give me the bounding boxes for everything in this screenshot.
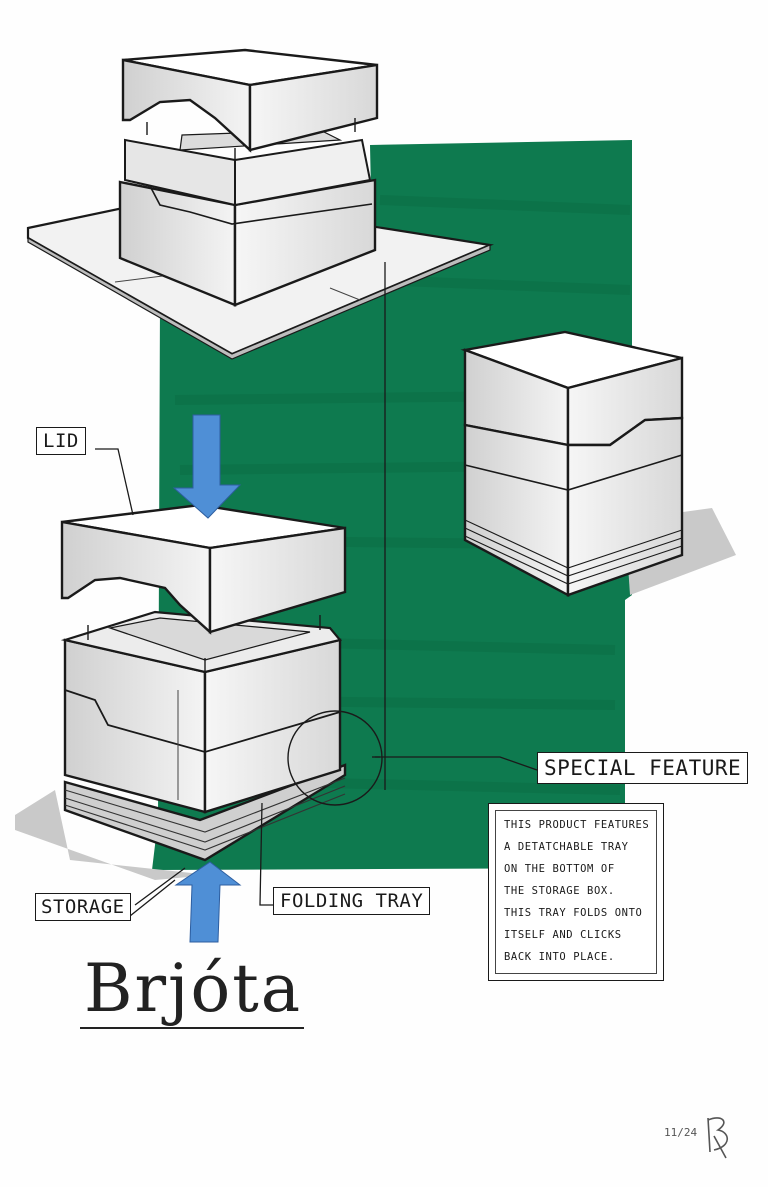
folding-tray-label: FOLDING TRAY <box>273 887 431 915</box>
product-title: Brjóta <box>84 950 303 1027</box>
detail-callout-circle <box>287 710 383 806</box>
description-line: ITSELF AND CLICKS <box>504 929 622 941</box>
leader-lines <box>95 262 538 917</box>
exploded-view-sketch <box>15 503 383 880</box>
feature-description-box: THIS PRODUCT FEATURES A DETATCHABLE TRAY… <box>488 803 664 981</box>
folding-tray-drawing <box>63 763 347 862</box>
storage-label: STORAGE <box>35 893 131 921</box>
special-feature-label: SPECIAL FEATURE <box>537 752 749 784</box>
closed-box-sketch <box>460 330 736 598</box>
lid-label: LID <box>36 427 86 455</box>
description-line: BACK INTO PLACE. <box>504 951 615 963</box>
exploded-view-shadow <box>15 790 210 880</box>
title-underline <box>80 1027 304 1029</box>
description-line: THE STORAGE BOX. <box>504 885 615 897</box>
sketch-date: 11/24 <box>664 1126 698 1139</box>
description-line: A DETATCHABLE TRAY <box>504 841 629 853</box>
description-line: THIS TRAY FOLDS ONTO <box>504 907 643 919</box>
top-assembly-sketch <box>26 48 494 360</box>
feature-description-frame: THIS PRODUCT FEATURES A DETATCHABLE TRAY… <box>495 810 657 974</box>
arrow-down-icon <box>172 414 242 519</box>
arrow-up-icon <box>174 861 242 943</box>
description-line: THIS PRODUCT FEATURES <box>504 819 650 831</box>
signature-mark <box>707 1117 729 1159</box>
description-line: ON THE BOTTOM OF <box>504 863 615 875</box>
